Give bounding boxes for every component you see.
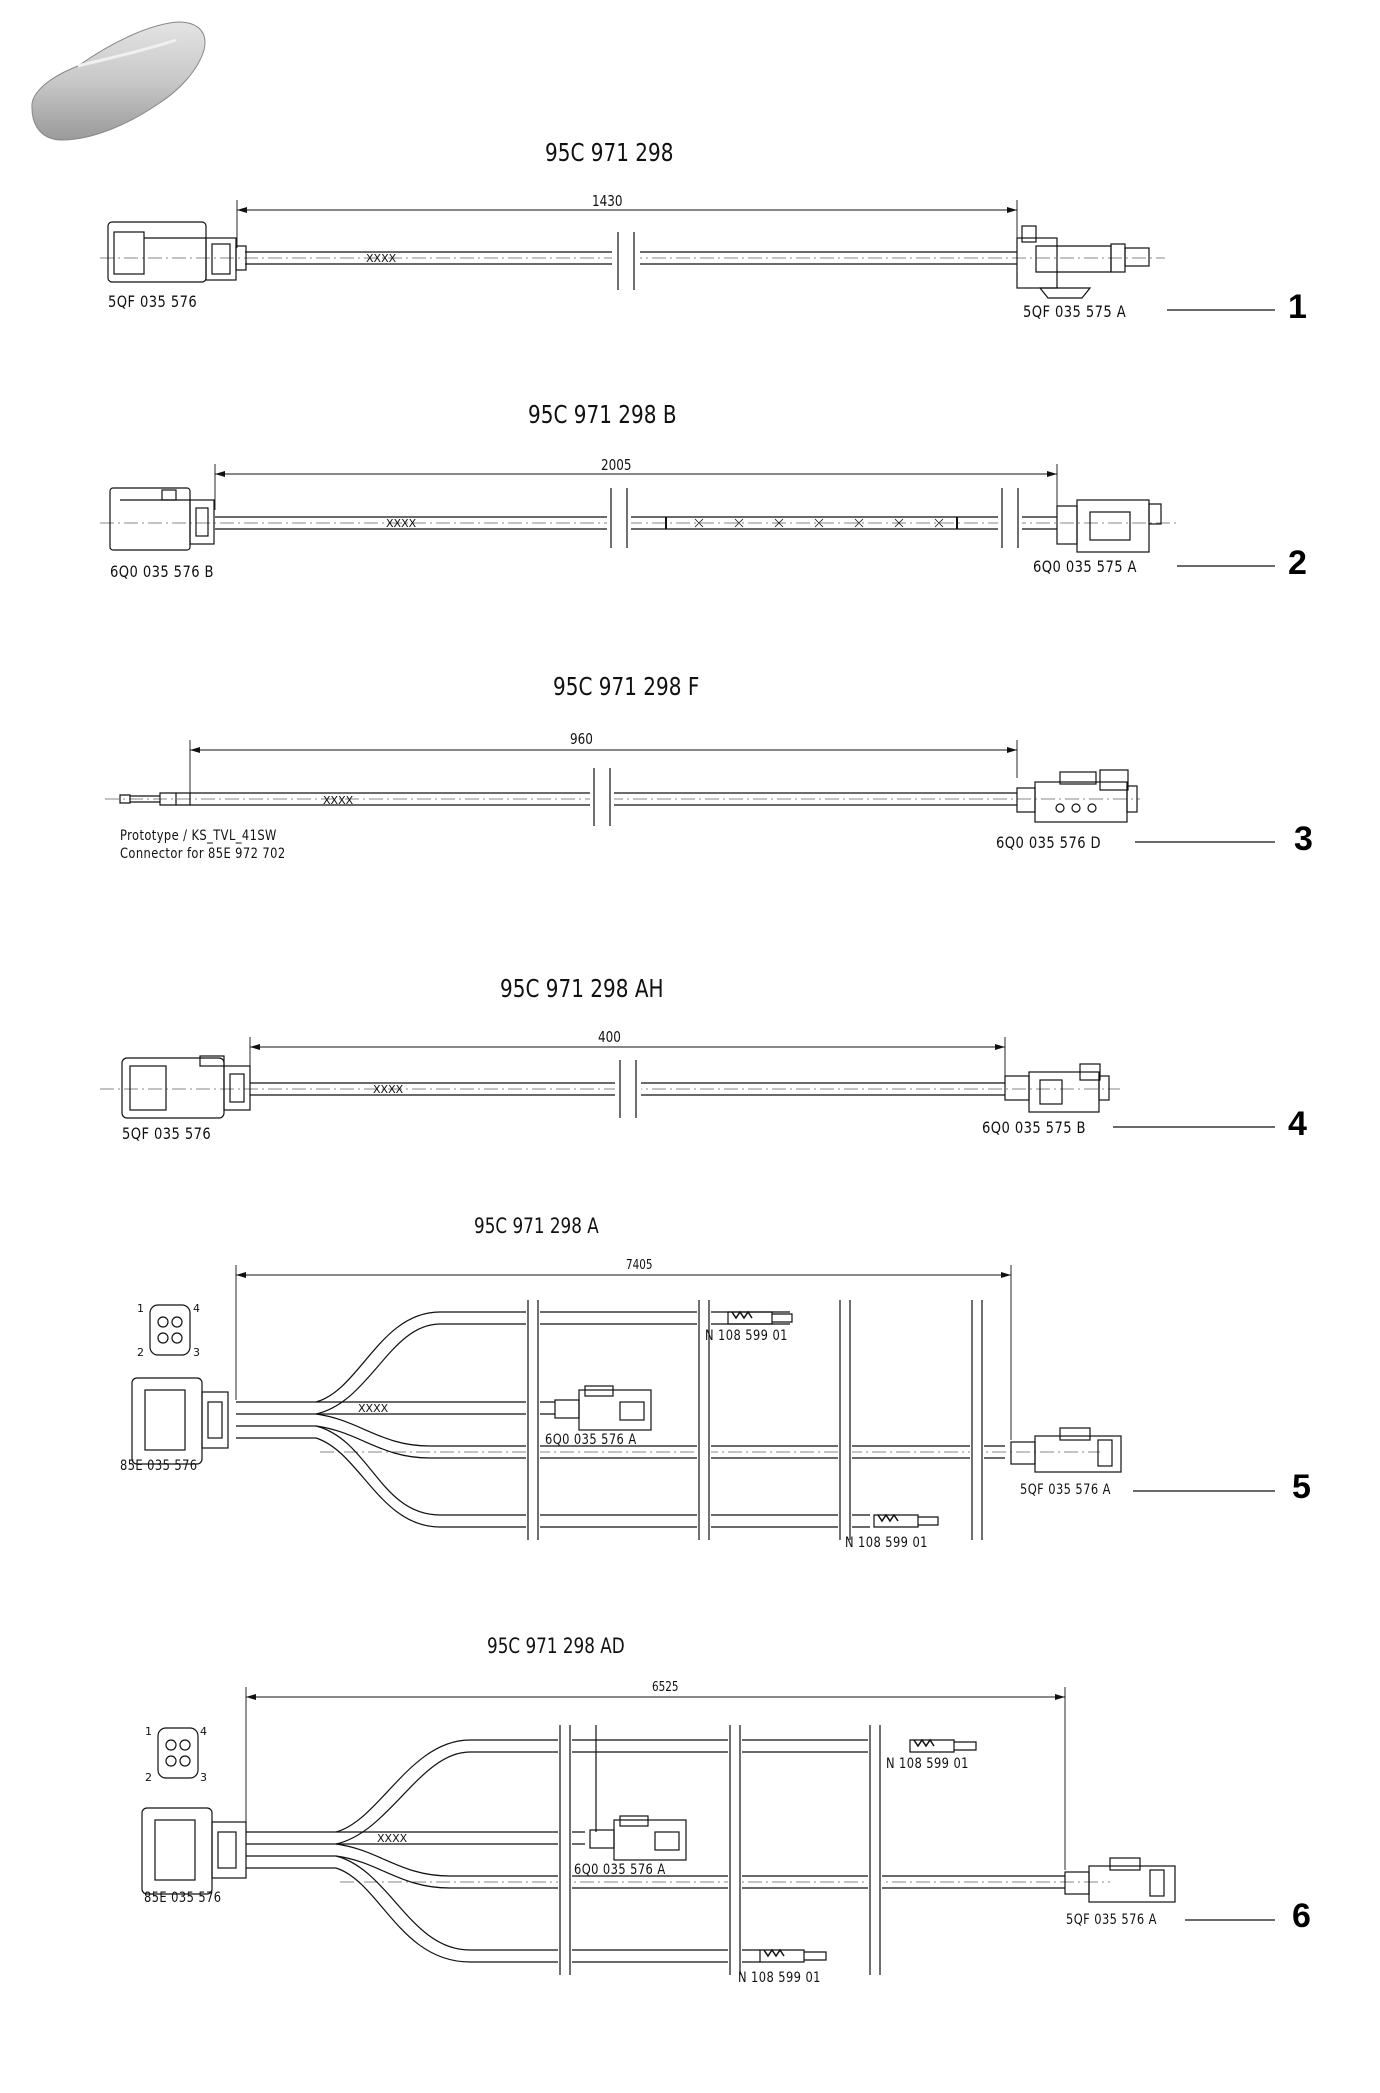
connector-note-left-3b: Connector for 85E 972 702 [120, 846, 286, 862]
dimension-6: 6525 [652, 1680, 679, 1695]
terminal-label-top-5: N 108 599 01 [705, 1328, 788, 1344]
index-number-4: 4 [1288, 1105, 1307, 1143]
terminal-label-bottom-6: N 108 599 01 [738, 1970, 821, 1986]
part-title-4: 95C 971 298 AH [500, 974, 664, 1003]
harness-2 [100, 464, 1180, 553]
index-number-3: 3 [1294, 820, 1313, 858]
cable-marker-3: XXXX [323, 794, 354, 807]
dimension-4: 400 [598, 1028, 621, 1046]
connector-label-right-5: 5QF 035 576 A [1020, 1482, 1111, 1498]
connector-label-right-6: 5QF 035 576 A [1066, 1912, 1157, 1928]
part-title-2: 95C 971 298 B [528, 400, 677, 429]
car-silhouette-icon [31, 21, 206, 141]
part-title-6: 95C 971 298 AD [487, 1634, 625, 1658]
index-leaders [1113, 309, 1275, 1921]
pin-label-2: 2 [145, 1771, 152, 1784]
connector-note-left-3a: Prototype / KS_TVL_41SW [120, 828, 277, 844]
part-title-1: 95C 971 298 [545, 138, 674, 167]
connector-label-right-3: 6Q0 035 576 D [996, 833, 1102, 852]
cable-marker-4: XXXX [373, 1083, 404, 1096]
pin-label-3: 3 [193, 1346, 200, 1359]
part-title-5: 95C 971 298 A [474, 1214, 599, 1238]
connector-label-left-2: 6Q0 035 576 B [110, 562, 214, 581]
dimension-1: 1430 [592, 192, 623, 210]
pin-label-4: 4 [193, 1302, 200, 1315]
pin-label-1: 1 [137, 1302, 144, 1315]
index-number-1: 1 [1288, 288, 1307, 326]
cable-marker-5: XXXX [358, 1402, 389, 1415]
connector-label-mid-6: 6Q0 035 576 A [574, 1862, 666, 1878]
connector-label-left-6: 85E 035 576 [144, 1890, 222, 1906]
dimension-2: 2005 [601, 456, 632, 474]
terminal-label-top-6: N 108 599 01 [886, 1756, 969, 1772]
dimension-3: 960 [570, 730, 593, 748]
connector-label-right-1: 5QF 035 575 A [1023, 302, 1127, 321]
connector-label-mid-5: 6Q0 035 576 A [545, 1432, 637, 1448]
terminal-label-bottom-5: N 108 599 01 [845, 1535, 928, 1551]
harness-6 [141, 1687, 1176, 1975]
cable-marker-2: XXXX [386, 517, 417, 530]
pin-label-3: 3 [200, 1771, 207, 1784]
index-number-6: 6 [1292, 1897, 1311, 1935]
part-title-3: 95C 971 298 F [553, 672, 700, 701]
harness-3 [105, 740, 1140, 826]
connector-label-left-1: 5QF 035 576 [108, 292, 198, 311]
dimension-5: 7405 [626, 1258, 653, 1273]
harness-4 [100, 1037, 1120, 1119]
connector-label-left-5: 85E 035 576 [120, 1458, 198, 1474]
connector-label-right-2: 6Q0 035 575 A [1033, 557, 1137, 576]
harness-1 [100, 200, 1165, 299]
harness-5 [131, 1265, 1122, 1540]
index-number-5: 5 [1292, 1468, 1311, 1506]
pin-label-1: 1 [145, 1725, 152, 1738]
pin-label-4: 4 [200, 1725, 207, 1738]
index-number-2: 2 [1288, 544, 1307, 582]
cable-marker-6: XXXX [377, 1832, 408, 1845]
cable-marker-1: XXXX [366, 252, 397, 265]
connector-label-left-4: 5QF 035 576 [122, 1124, 212, 1143]
connector-label-right-4: 6Q0 035 575 B [982, 1118, 1086, 1137]
pin-label-2: 2 [137, 1346, 144, 1359]
